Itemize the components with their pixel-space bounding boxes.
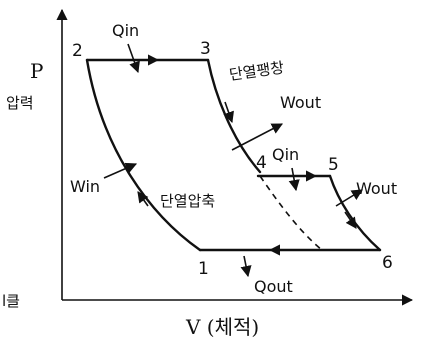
wout-mid-arrow — [231, 123, 283, 151]
wout-right-arrow — [335, 189, 363, 207]
point-5: 5 — [328, 155, 339, 175]
adiabatic-compression-label: 단열압축 — [160, 192, 215, 210]
win-arrow — [103, 162, 138, 179]
dashed-expansion — [259, 175, 323, 251]
arrow-1-2 — [137, 191, 149, 207]
point-2: 2 — [72, 41, 83, 61]
qout-label: Qout — [254, 277, 293, 296]
x-axis-label: V (체적) — [185, 315, 259, 339]
qin-top-label: Qin — [112, 21, 139, 40]
win-label: Win — [70, 177, 100, 196]
arrow-5-6 — [344, 211, 357, 229]
qin-mid-arrow — [288, 167, 300, 192]
point-4: 4 — [256, 153, 267, 173]
arrow-3-4 — [223, 101, 234, 124]
process-1-2-compression — [85, 58, 202, 252]
point-6: 6 — [382, 253, 393, 273]
left-edge-fragment: l클 — [2, 292, 20, 310]
qin-top-arrow — [127, 43, 140, 74]
qout-arrow — [240, 255, 252, 278]
adiabatic-expansion-label: 단열팽창 — [228, 58, 285, 84]
wout-right-label: Wout — [356, 179, 397, 198]
wout-mid-label: Wout — [280, 93, 321, 112]
point-3: 3 — [200, 39, 211, 59]
qin-mid-label: Qin — [272, 145, 299, 164]
process-5-6 — [328, 174, 382, 252]
y-axis-label: 압력 — [6, 94, 34, 112]
point-1: 1 — [198, 259, 209, 279]
y-axis-symbol: P — [30, 59, 43, 83]
